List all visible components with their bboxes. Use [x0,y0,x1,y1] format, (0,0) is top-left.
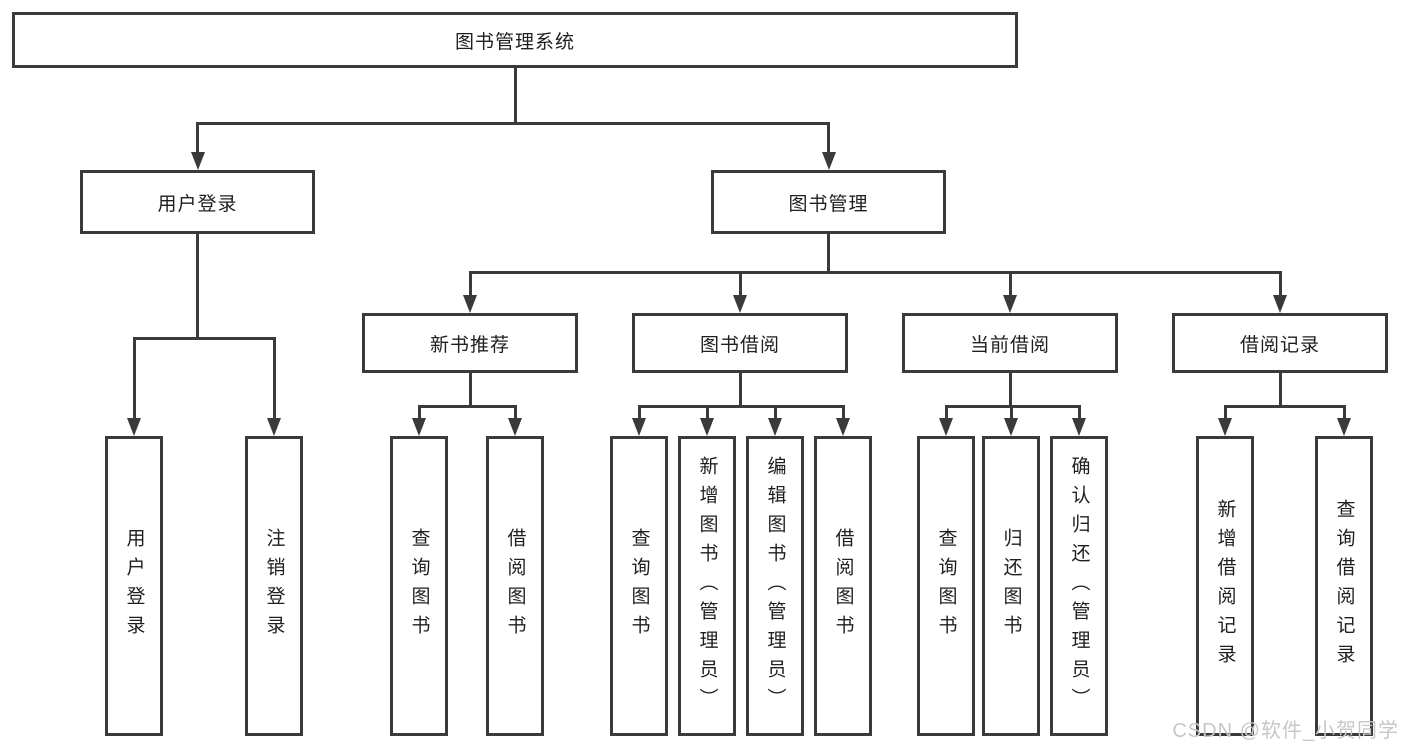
leaf-logout-label: 注销登录 [263,528,285,644]
connector-line [196,234,199,340]
connector-line [417,405,517,408]
leaf-logout: 注销登录 [245,436,303,736]
node-new-book-recommend-label: 新书推荐 [429,334,510,356]
leaf-user-login-label: 用户登录 [123,528,145,644]
connector-line [1077,408,1081,420]
connector-line [132,337,276,340]
leaf-borrow-query-books: 查询图书 [610,436,668,736]
node-current-borrow-label: 当前借阅 [969,334,1050,356]
arrowhead-down-icon [412,418,426,436]
arrowhead-down-icon [733,295,747,313]
connector-line [1008,373,1012,408]
node-book-borrow: 图书借阅 [632,313,848,373]
connector-line [773,408,777,420]
arrowhead-down-icon [1337,418,1351,436]
connector-line [827,234,830,274]
leaf-rec-query-books: 查询图书 [390,436,448,736]
arrowhead-down-icon [508,418,522,436]
leaf-confirm-return-admin: 确认归还（管理员） [1050,436,1108,736]
connector-line [132,340,136,420]
connector-line [196,122,830,125]
connector-line [637,405,845,408]
node-borrow-record-label: 借阅记录 [1239,334,1320,356]
arrowhead-down-icon [463,295,477,313]
connector-line [841,408,845,420]
leaf-borrow-book-label: 借阅图书 [832,528,854,644]
leaf-borrow-book: 借阅图书 [814,436,872,736]
leaf-edit-book-admin: 编辑图书（管理员） [746,436,804,736]
leaf-user-login: 用户登录 [105,436,163,736]
connector-line [1009,408,1013,420]
leaf-confirm-return-admin-label: 确认归还（管理员） [1068,455,1090,717]
node-user-login: 用户登录 [80,170,315,234]
connector-line [468,274,472,297]
leaf-rec-borrow-books: 借阅图书 [486,436,544,736]
leaf-query-borrow-record: 查询借阅记录 [1315,436,1373,736]
arrowhead-down-icon [632,418,646,436]
arrowhead-down-icon [267,418,281,436]
leaf-borrow-query-books-label: 查询图书 [628,528,650,644]
arrowhead-down-icon [768,418,782,436]
arrowhead-down-icon [821,152,836,170]
connector-line [1008,274,1012,297]
arrowhead-down-icon [939,418,953,436]
leaf-rec-query-books-label: 查询图书 [408,528,430,644]
connector-line [637,408,641,420]
leaf-query-borrow-record-label: 查询借阅记录 [1333,499,1355,673]
csdn-watermark: CSDN @软件_小贺同学 [1172,720,1399,742]
connector-line [738,373,742,408]
leaf-rec-borrow-books-label: 借阅图书 [504,528,526,644]
leaf-add-book-admin: 新增图书（管理员） [678,436,736,736]
connector-line [417,408,421,420]
arrowhead-down-icon [1072,418,1086,436]
leaf-add-borrow-record: 新增借阅记录 [1196,436,1254,736]
node-new-book-recommend: 新书推荐 [362,313,578,373]
node-book-mgmt-label: 图书管理 [788,193,869,215]
connector-line [468,373,472,408]
leaf-add-book-admin-label: 新增图书（管理员） [696,455,718,717]
connector-line [827,125,830,154]
arrowhead-down-icon [700,418,714,436]
arrowhead-down-icon [1273,295,1287,313]
connector-line [1278,274,1282,297]
arrowhead-down-icon [836,418,850,436]
connector-line [468,271,1282,274]
node-current-borrow: 当前借阅 [902,313,1118,373]
node-borrow-record: 借阅记录 [1172,313,1388,373]
arrowhead-down-icon [127,418,141,436]
node-root-label: 图书管理系统 [454,31,575,53]
arrowhead-down-icon [190,152,205,170]
connector-line [1223,408,1227,420]
leaf-add-borrow-record-label: 新增借阅记录 [1214,499,1236,673]
node-user-login-label: 用户登录 [157,193,238,215]
node-root: 图书管理系统 [12,12,1018,68]
leaf-return-book-label: 归还图书 [1000,528,1022,644]
connector-line [1278,373,1282,408]
connector-line [944,405,1081,408]
leaf-edit-book-admin-label: 编辑图书（管理员） [764,455,786,717]
arrowhead-down-icon [1003,295,1017,313]
leaf-return-book: 归还图书 [982,436,1040,736]
node-book-mgmt: 图书管理 [711,170,946,234]
arrowhead-down-icon [1004,418,1018,436]
arrowhead-down-icon [1218,418,1232,436]
connector-line [944,408,948,420]
connector-line [738,274,742,297]
leaf-current-query-books: 查询图书 [917,436,975,736]
connector-line [705,408,709,420]
connector-line [513,408,517,420]
connector-line [513,68,517,125]
node-book-borrow-label: 图书借阅 [699,334,780,356]
connector-line [1342,408,1346,420]
connector-line [272,340,276,420]
leaf-current-query-books-label: 查询图书 [935,528,957,644]
connector-line [1223,405,1346,408]
connector-line [196,125,199,154]
